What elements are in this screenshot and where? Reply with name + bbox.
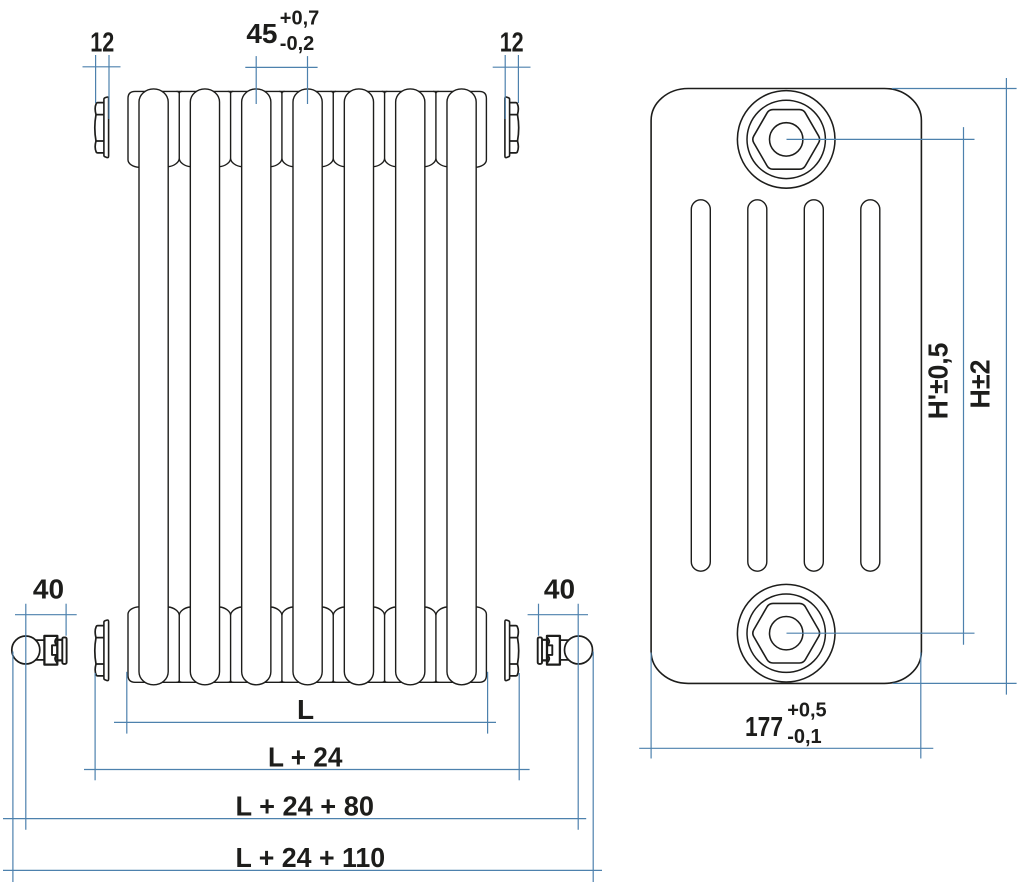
svg-text:-0,1: -0,1: [787, 726, 821, 748]
svg-text:-0,2: -0,2: [280, 33, 314, 55]
svg-text:+0,7: +0,7: [280, 8, 319, 30]
svg-text:+0,5: +0,5: [787, 700, 826, 722]
svg-text:L + 24 + 110: L + 24 + 110: [235, 842, 385, 873]
svg-text:L + 24 + 80: L + 24 + 80: [235, 790, 374, 821]
svg-text:L + 24: L + 24: [268, 742, 343, 773]
svg-text:12: 12: [90, 27, 114, 58]
svg-text:40: 40: [33, 574, 64, 605]
svg-text:40: 40: [544, 574, 575, 605]
svg-text:H±2: H±2: [965, 360, 996, 409]
svg-text:177: 177: [745, 711, 783, 742]
svg-text:12: 12: [500, 27, 524, 58]
svg-text:45: 45: [246, 18, 277, 49]
svg-text:H'±0,5: H'±0,5: [923, 343, 954, 420]
svg-text:L: L: [297, 694, 314, 725]
